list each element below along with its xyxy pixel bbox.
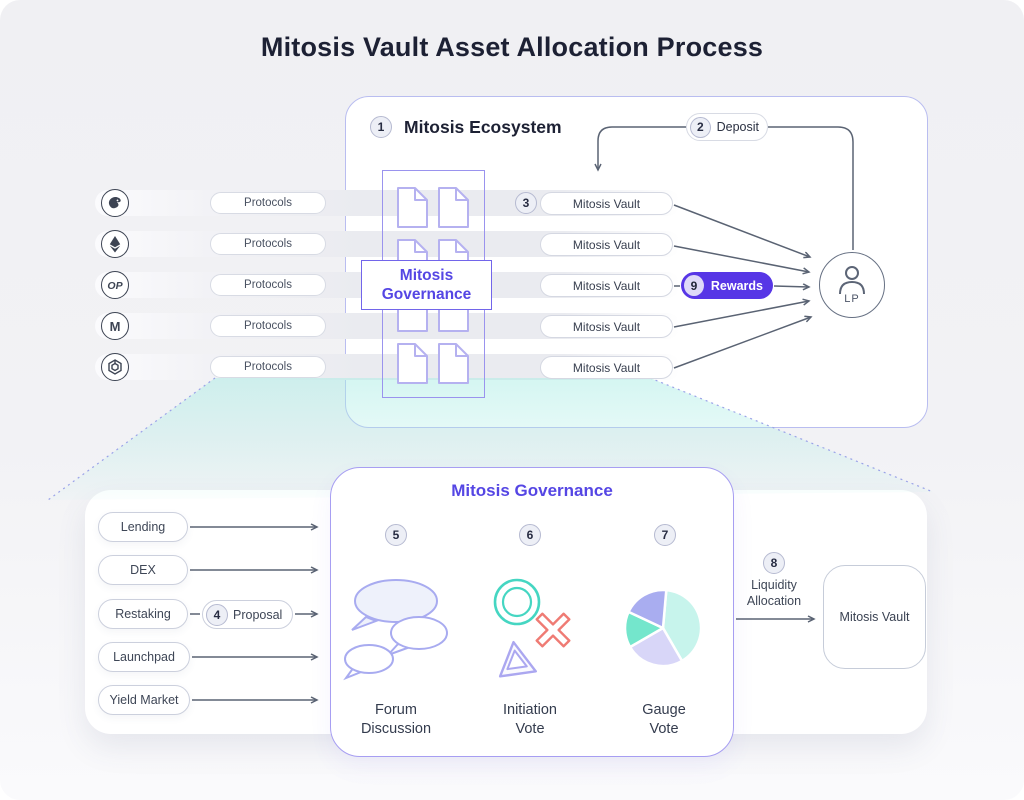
ecosystem-heading: 1 Mitosis Ecosystem (370, 116, 562, 138)
step-8-badge: 8 (763, 552, 785, 574)
ecosystem-heading-label: Mitosis Ecosystem (404, 116, 562, 137)
forum-discussion-label: Forum Discussion (346, 701, 446, 739)
person-icon (839, 266, 865, 295)
hex-spiral-chain-icon (101, 353, 129, 381)
rewards-badge: 9 Rewards (681, 272, 773, 299)
svg-text:OP: OP (107, 280, 123, 292)
category-pill-launchpad: Launchpad (98, 642, 190, 672)
category-pill-yield-market: Yield Market (98, 685, 190, 715)
protocols-pill: Protocols (210, 233, 326, 255)
category-pill-dex: DEX (98, 555, 188, 585)
deposit-label: Deposit (716, 120, 759, 134)
step-label-line1: Initiation (502, 702, 557, 718)
vault-label: Mitosis Vault (572, 319, 641, 334)
svg-text:M: M (110, 319, 121, 334)
category-label: Yield Market (109, 693, 179, 707)
protocols-label: Protocols (244, 279, 292, 291)
governance-label-line2: Governance (381, 286, 472, 303)
vault-label: Mitosis Vault (572, 196, 641, 211)
step-label-line2: Discussion (360, 721, 432, 737)
step-label-line1: Gauge (642, 702, 686, 718)
optimism-icon: OP (101, 271, 129, 299)
protocols-pill: Protocols (210, 192, 326, 214)
vault-label: Mitosis Vault (572, 237, 641, 252)
step-5-badge: 5 (385, 524, 407, 546)
liquidity-allocation-label: Liquidity Allocation (724, 577, 824, 609)
governance-label-box: Mitosis Governance (361, 260, 492, 310)
step-4-badge: 4 (206, 603, 228, 626)
step-6-badge: 6 (519, 524, 541, 546)
category-pill-lending: Lending (98, 512, 188, 542)
protocols-pill: Protocols (210, 315, 326, 337)
proposal-pill: 4 Proposal (202, 600, 293, 629)
protocols-label: Protocols (244, 238, 292, 250)
category-label: Lending (120, 520, 166, 534)
initiation-vote-label: Initiation Vote (480, 701, 580, 739)
protocols-label: Protocols (244, 197, 292, 209)
page-title: Mitosis Vault Asset Allocation Process (260, 32, 764, 62)
mitosis-vault-pill: Mitosis Vault (540, 315, 673, 338)
step-7-badge: 7 (654, 524, 676, 546)
mitosis-vault-pill: Mitosis Vault (540, 274, 673, 297)
lp-label: LP (844, 293, 860, 305)
mitosis-vault-pill: Mitosis Vault (540, 192, 673, 215)
gauge-vote-label: Gauge Vote (614, 701, 714, 739)
rewards-label: Rewards (710, 278, 763, 293)
protocols-label: Protocols (244, 361, 292, 373)
vault-label: Mitosis Vault (572, 360, 641, 375)
allocation-label-line2: Allocation (746, 594, 802, 608)
mitosis-vault-box: Mitosis Vault (823, 565, 926, 669)
mitosis-vault-pill: Mitosis Vault (540, 233, 673, 256)
category-label: Launchpad (113, 650, 175, 664)
proposal-label: Proposal (233, 607, 283, 622)
step-9-badge: 9 (684, 275, 704, 296)
vault-box-label: Mitosis Vault (839, 610, 910, 624)
category-label: DEX (130, 563, 156, 577)
step-label-line1: Forum (375, 702, 417, 718)
allocation-label-line1: Liquidity (751, 578, 797, 592)
category-label: Restaking (115, 607, 171, 621)
step-1-badge: 1 (370, 116, 392, 138)
mitosis-vault-pill: Mitosis Vault (540, 356, 673, 379)
vault-label: Mitosis Vault (572, 278, 641, 293)
protocols-pill: Protocols (210, 274, 326, 296)
bird-chain-icon (101, 189, 129, 217)
step-3-badge: 3 (515, 192, 537, 214)
category-pill-restaking: Restaking (98, 599, 188, 629)
protocols-pill: Protocols (210, 356, 326, 378)
m-chain-icon: M (101, 312, 129, 340)
protocols-label: Protocols (244, 320, 292, 332)
governance-label-line1: Mitosis (399, 267, 454, 284)
step-2-badge: 2 (690, 116, 711, 138)
step-label-line2: Vote (515, 721, 545, 737)
ethereum-icon (101, 230, 129, 258)
lp-circle: LP (819, 252, 885, 318)
step-label-line2: Vote (649, 721, 679, 737)
deposit-pill: 2 Deposit (686, 113, 768, 141)
governance-title: Mitosis Governance (451, 481, 613, 500)
